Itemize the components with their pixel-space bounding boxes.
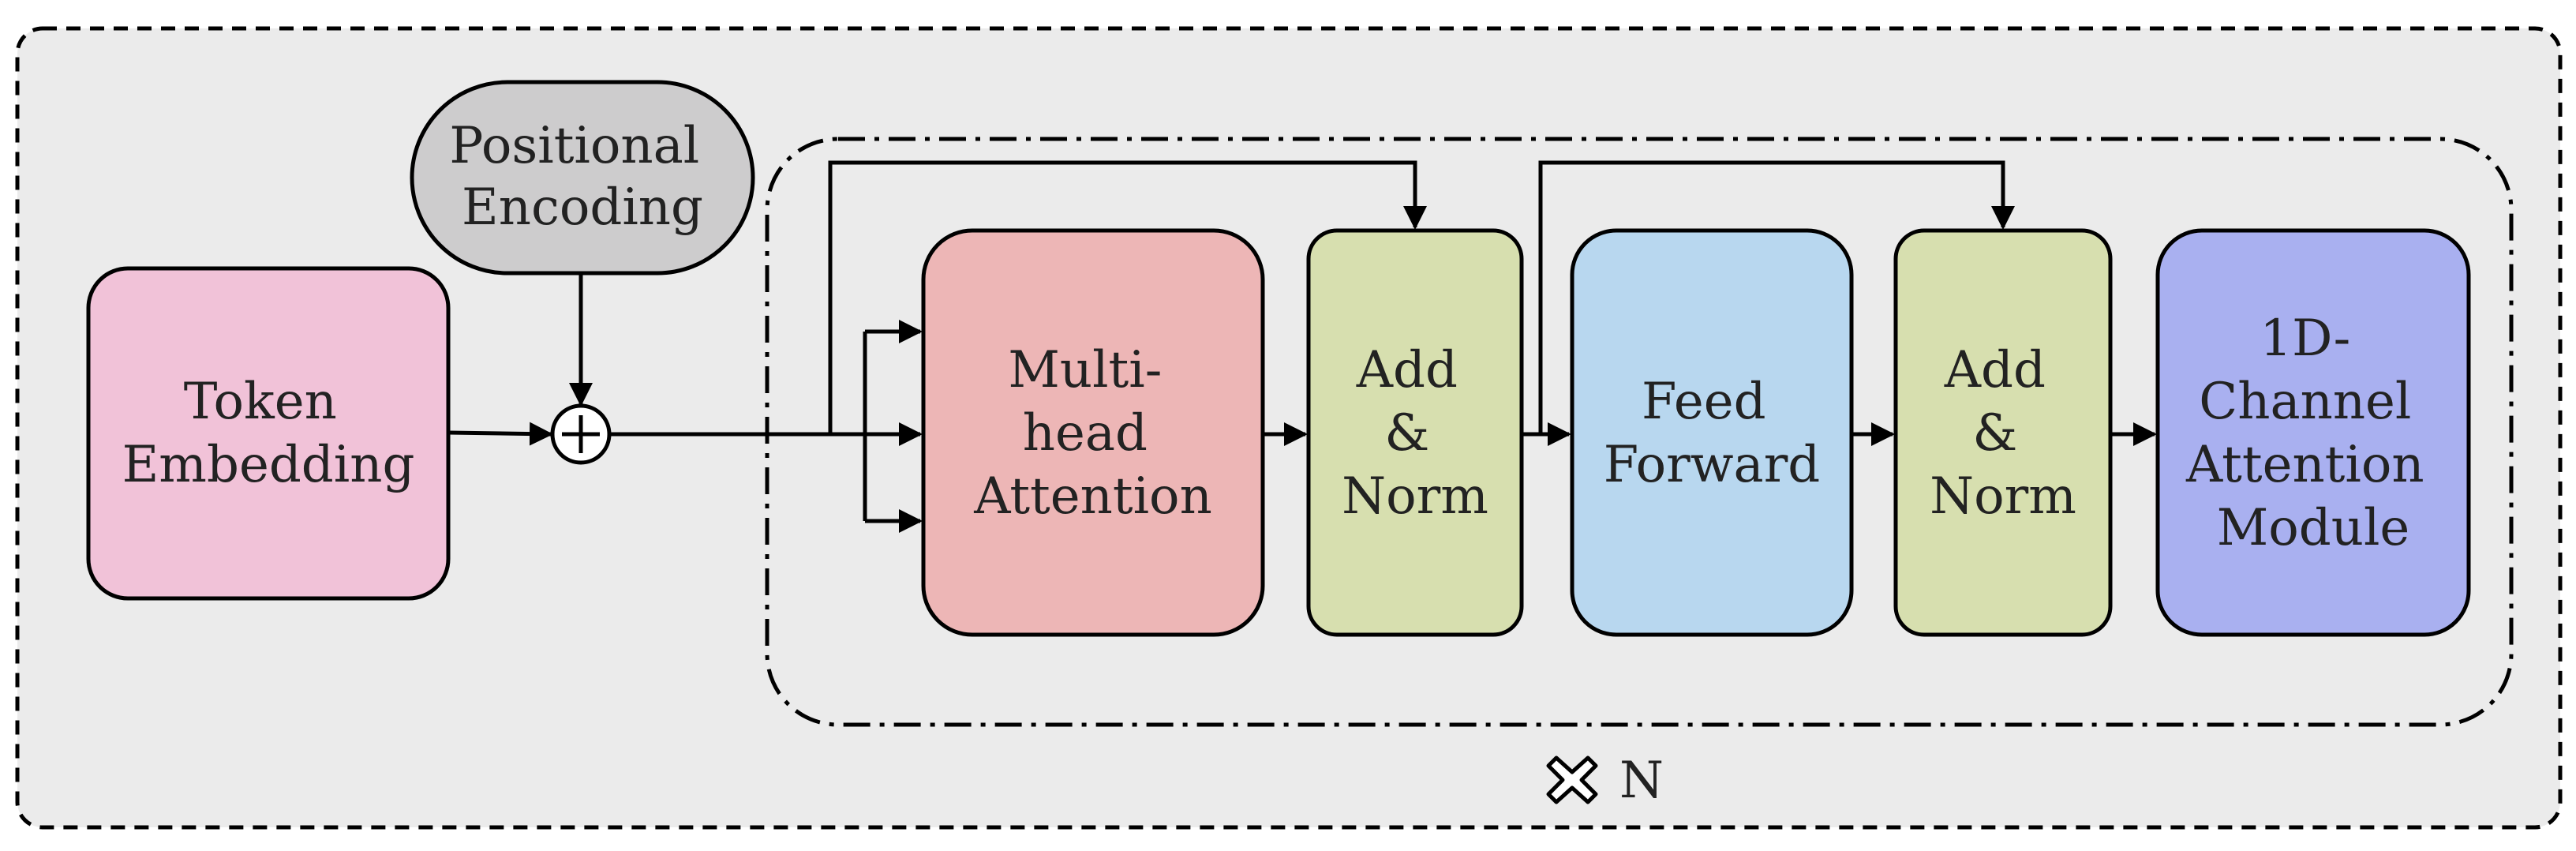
residual-1 (828, 160, 1427, 434)
repeat-indicator: N (1546, 752, 1664, 810)
positional-encoding-node: Positional Encoding (410, 80, 755, 276)
arrow-embedding-to-add (447, 422, 553, 446)
add-operator (550, 403, 612, 465)
add-norm-1-label: Add & Norm (1342, 341, 1488, 526)
add-norm-1-node: Add & Norm (1306, 228, 1524, 637)
encoder-block-container (765, 137, 2514, 727)
times-icon (1546, 755, 1598, 804)
token-embedding-node: Token Embedding (86, 266, 451, 601)
channel-attention-node: 1D- Channel Attention Module (2155, 228, 2471, 637)
channel-attention-label: 1D- Channel Attention Module (2185, 309, 2440, 557)
repeat-count-label: N (1619, 752, 1664, 810)
connectors (447, 160, 2157, 533)
add-norm-2-node: Add & Norm (1893, 228, 2113, 637)
feed-forward-label: Feed Forward (1604, 373, 1821, 494)
token-embedding-label: Token Embedding (122, 373, 415, 494)
multi-head-attention-node: Multi- head Attention (921, 228, 1265, 637)
positional-encoding-label: Positional Encoding (449, 117, 715, 237)
residual-2 (1538, 160, 2015, 434)
add-norm-2-label: Add & Norm (1930, 341, 2076, 526)
multi-head-attention-label: Multi- head Attention (973, 341, 1212, 526)
feed-forward-node: Feed Forward (1570, 228, 1854, 637)
